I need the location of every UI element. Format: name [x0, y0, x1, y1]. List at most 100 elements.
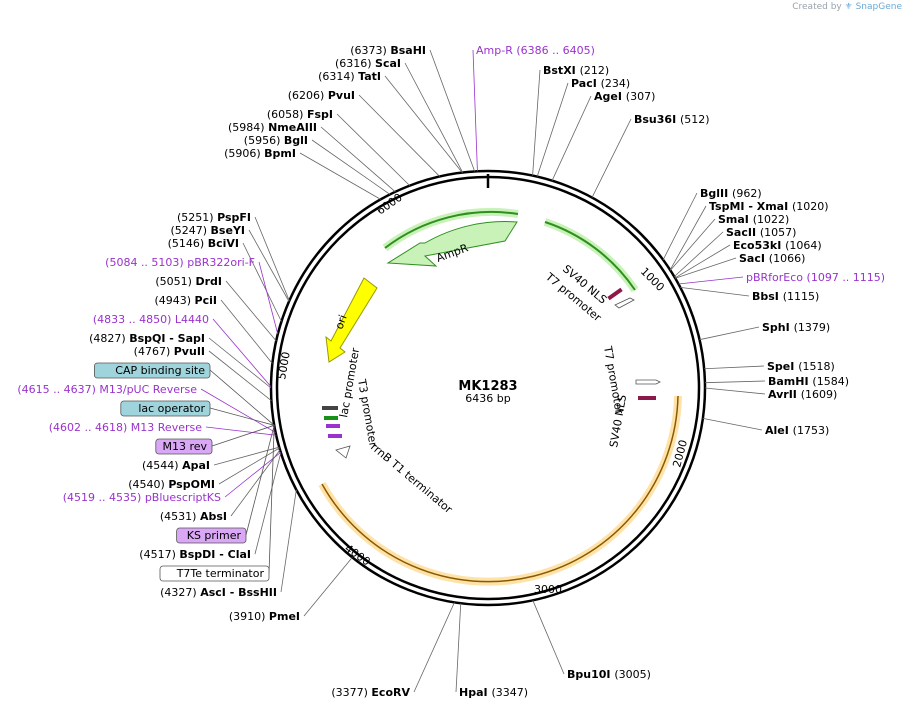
left-label-3[interactable]: (6206) PvuI — [288, 89, 355, 102]
leader-7 — [299, 152, 381, 200]
left-label-pos: (6206) — [288, 89, 328, 102]
right-label-text: Amp-R (6386 .. 6405) — [476, 44, 595, 57]
leader-22 — [213, 446, 280, 466]
left-label-name: PmeI — [269, 610, 300, 623]
left-label-6[interactable]: (5956) BglI — [244, 134, 308, 147]
right-label-pos: (512) — [680, 113, 710, 126]
right-leader-8 — [673, 231, 724, 277]
right-label-16[interactable]: AvrII (1609) — [768, 388, 837, 401]
tick-5000: 5000 — [275, 351, 293, 381]
left-label-9[interactable]: (5247) BseYI — [170, 224, 245, 237]
right-label-17[interactable]: AleI (1753) — [765, 424, 829, 437]
left-label-13[interactable]: (4943) PciI — [154, 294, 217, 307]
left-label-20[interactable]: (4602 .. 4618) M13 Reverse — [49, 421, 202, 434]
t7-promoter-right-arrow[interactable] — [635, 379, 661, 385]
sv40-nls-right-feature[interactable] — [638, 396, 656, 400]
left-label-31[interactable]: (3377) EcoRV — [331, 686, 410, 699]
right-label-9[interactable]: Eco53kI (1064) — [733, 239, 822, 252]
leader-4 — [336, 113, 411, 186]
left-label-11[interactable]: (5084 .. 5103) pBR322ori-F — [105, 256, 255, 269]
right-label-pos: (1518) — [798, 360, 835, 373]
left-label-4[interactable]: (6058) FspI — [267, 108, 333, 121]
right-label-text: BbsI (1115) — [752, 290, 819, 303]
left-label-name: PvuI — [328, 89, 355, 102]
left-label-text: (5084 .. 5103) pBR322ori-F — [105, 256, 255, 269]
right-label-19[interactable]: HpaI (3347) — [459, 686, 528, 699]
left-label-18[interactable]: (4615 .. 4637) M13/pUC Reverse — [17, 383, 197, 396]
right-label-11[interactable]: pBRforEco (1097 .. 1115) — [746, 271, 885, 284]
left-label-26[interactable]: KS primer — [176, 527, 247, 544]
ks-primer-feature[interactable] — [328, 434, 342, 438]
right-label-13[interactable]: SphI (1379) — [762, 321, 830, 334]
lac-promoter-feature[interactable] — [324, 416, 338, 420]
leader-17 — [209, 369, 275, 426]
left-label-24[interactable]: (4519 .. 4535) pBluescriptKS — [63, 491, 221, 504]
left-label-19[interactable]: lac operator — [120, 400, 211, 417]
left-label-name: AscI - BssHII — [200, 586, 277, 599]
t3-promoter-arrow[interactable] — [335, 445, 351, 459]
right-label-0[interactable]: Amp-R (6386 .. 6405) — [476, 44, 595, 57]
left-label-10[interactable]: (5146) BciVI — [168, 237, 239, 250]
right-label-8[interactable]: SacII (1057) — [726, 226, 796, 239]
left-label-0[interactable]: (6373) BsaHI — [350, 44, 426, 57]
right-label-1[interactable]: BstXI (212) — [543, 64, 609, 77]
label-box — [94, 362, 211, 379]
left-label-14[interactable]: (4833 .. 4850) L4440 — [93, 313, 209, 326]
left-label-name: NmeAIII — [268, 121, 317, 134]
left-label-name: KS primer — [187, 529, 242, 542]
left-label-name: AbsI — [200, 510, 227, 523]
t7-promoter-top-arrow[interactable] — [614, 297, 635, 309]
left-label-27[interactable]: (4517) BspDI - ClaI — [139, 548, 251, 561]
left-label-16[interactable]: (4767) PvuII — [134, 345, 205, 358]
right-label-7[interactable]: SmaI (1022) — [718, 213, 789, 226]
left-label-text: (5984) NmeAIII — [228, 121, 317, 134]
left-label-30[interactable]: (3910) PmeI — [229, 610, 300, 623]
leader-6 — [311, 139, 391, 195]
left-label-text: (4531) AbsI — [160, 510, 227, 523]
leader-0 — [429, 49, 476, 172]
right-label-10[interactable]: SacI (1066) — [739, 252, 805, 265]
right-label-18[interactable]: Bpu10I (3005) — [567, 668, 651, 681]
left-label-1[interactable]: (6316) ScaI — [335, 57, 401, 70]
left-label-7[interactable]: (5906) BpmI — [224, 147, 296, 160]
left-label-22[interactable]: (4544) ApaI — [142, 459, 210, 472]
left-label-name: lac operator — [138, 402, 205, 415]
right-label-3[interactable]: AgeI (307) — [594, 90, 655, 103]
leader-30 — [303, 557, 353, 617]
right-label-6[interactable]: TspMI - XmaI (1020) — [709, 200, 829, 213]
right-label-pos: (3005) — [614, 668, 651, 681]
left-label-8[interactable]: (5251) PspFI — [177, 211, 251, 224]
left-label-25[interactable]: (4531) AbsI — [160, 510, 227, 523]
leader-3 — [358, 94, 440, 177]
leader-5 — [320, 126, 396, 193]
right-label-14[interactable]: SpeI (1518) — [767, 360, 835, 373]
left-label-text: (5906) BpmI — [224, 147, 296, 160]
lac-operator-feature[interactable] — [322, 406, 338, 410]
left-label-23[interactable]: (4540) PspOMI — [128, 478, 215, 491]
right-label-5[interactable]: BglII (962) — [700, 187, 762, 200]
left-label-21[interactable]: M13 rev — [155, 438, 213, 455]
right-label-2[interactable]: PacI (234) — [571, 77, 630, 90]
left-label-pos: (4615 .. 4637) — [17, 383, 99, 396]
left-label-pos: (4767) — [134, 345, 174, 358]
left-label-12[interactable]: (5051) DrdI — [155, 275, 222, 288]
right-label-15[interactable]: BamHI (1584) — [768, 375, 849, 388]
sv40-nls-top-feature[interactable] — [607, 287, 623, 301]
left-label-17[interactable]: CAP binding site — [94, 362, 211, 379]
right-label-12[interactable]: BbsI (1115) — [752, 290, 819, 303]
m13-rev-feature[interactable] — [326, 424, 340, 428]
left-label-28[interactable]: T7Te terminator — [159, 565, 270, 582]
right-label-pos: (307) — [626, 90, 656, 103]
right-label-text: Bpu10I (3005) — [567, 668, 651, 681]
left-label-5[interactable]: (5984) NmeAIII — [228, 121, 317, 134]
ori-feature[interactable] — [325, 277, 378, 363]
left-label-29[interactable]: (4327) AscI - BssHII — [160, 586, 277, 599]
leader-8 — [254, 216, 290, 301]
right-label-text: SacI (1066) — [739, 252, 805, 265]
ampr-feature[interactable] — [386, 221, 518, 267]
left-label-pos: (4327) — [160, 586, 200, 599]
left-label-2[interactable]: (6314) TatI — [318, 70, 381, 83]
left-label-15[interactable]: (4827) BspQI - SapI — [89, 332, 205, 345]
right-leader-12 — [680, 286, 750, 297]
right-label-4[interactable]: Bsu36I (512) — [634, 113, 710, 126]
